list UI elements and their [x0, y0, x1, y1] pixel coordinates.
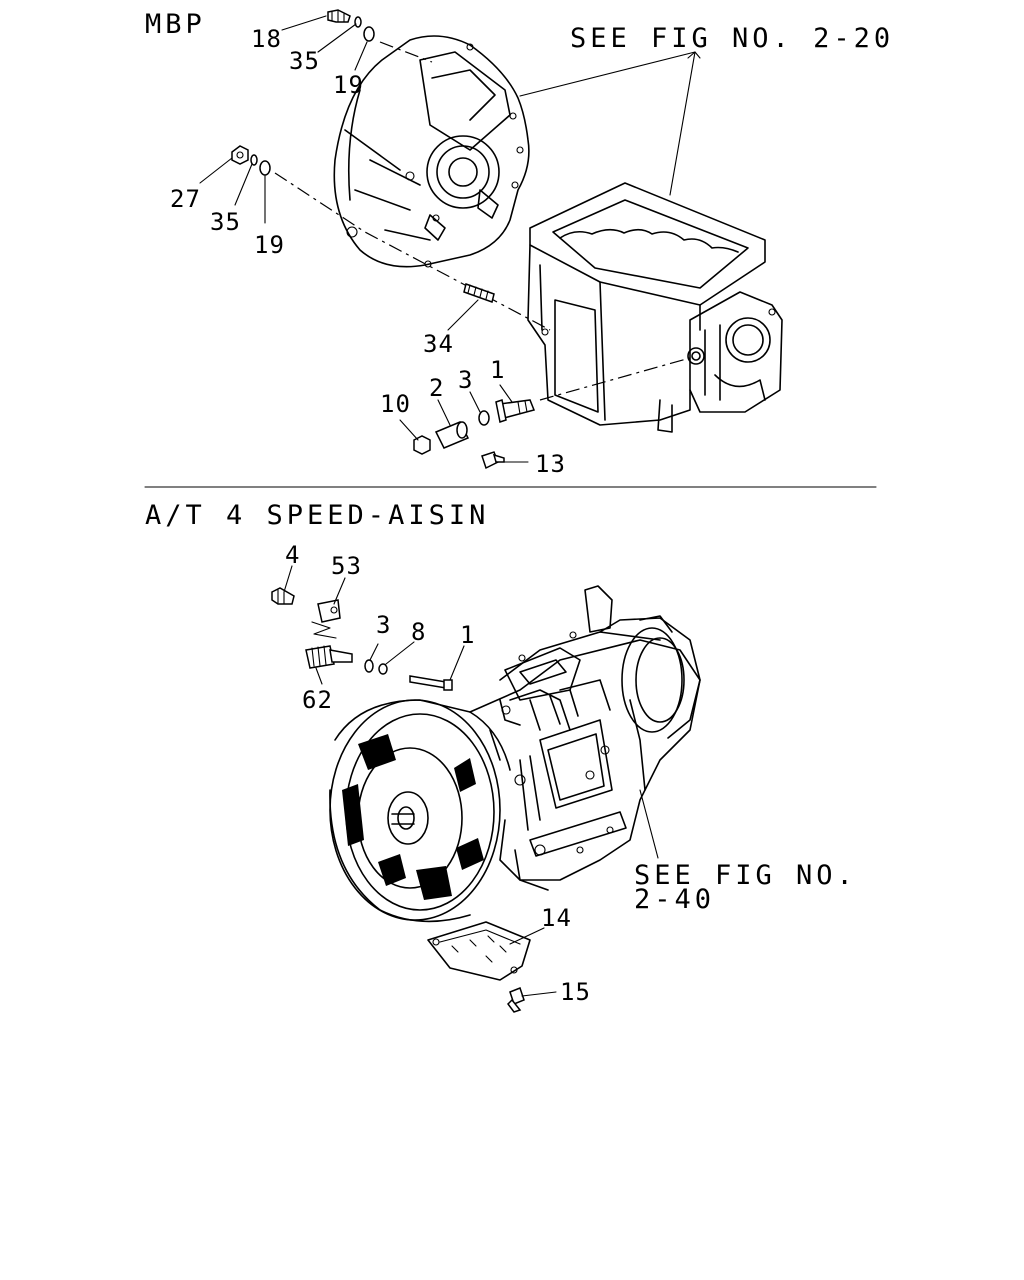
mbp-see-fig-label: SEE FIG NO. 2-20 — [570, 23, 894, 54]
callout-14: 14 — [541, 904, 572, 932]
callout-15: 15 — [560, 978, 591, 1006]
part-35-washer-top — [354, 16, 362, 28]
part-62-sensor — [305, 645, 353, 669]
transmission-case — [527, 182, 783, 433]
mbp-section: MBP SEE FIG NO. 2-20 — [145, 9, 894, 478]
callout-19-top: 19 — [333, 71, 364, 99]
part-15-bolt — [507, 987, 525, 1013]
callout-18: 18 — [251, 25, 282, 53]
callout-3-bottom: 3 — [376, 611, 391, 639]
at-section: A/T 4 SPEED-AISIN — [145, 500, 857, 1013]
clutch-housing — [333, 35, 530, 268]
part-19-washer-top — [363, 26, 375, 42]
callout-62: 62 — [302, 686, 333, 714]
part-8-ring — [378, 663, 388, 675]
callout-34: 34 — [423, 330, 454, 358]
callout-10: 10 — [380, 390, 411, 418]
at-title: A/T 4 SPEED-AISIN — [145, 500, 489, 531]
part-3-oring-top — [478, 410, 490, 426]
callout-13: 13 — [535, 450, 566, 478]
part-18-bolt — [327, 9, 351, 23]
part-53-bracket — [311, 599, 341, 639]
part-35-washer-left — [250, 154, 258, 166]
part-4-bolt — [271, 587, 295, 605]
part-3-oring-bottom — [364, 659, 374, 673]
callout-8: 8 — [411, 618, 426, 646]
callout-4: 4 — [285, 541, 300, 569]
callout-53: 53 — [331, 552, 362, 580]
at-see-fig-line1: SEE FIG NO. — [634, 860, 857, 891]
at-see-fig-line2: 2-40 — [634, 884, 715, 915]
callout-3-top: 3 — [458, 366, 473, 394]
part-2-sleeve — [434, 421, 470, 449]
part-27-nut — [231, 145, 249, 165]
callout-19-left: 19 — [254, 231, 285, 259]
part-13-bolt — [481, 451, 505, 470]
part-1-shaft — [495, 399, 536, 423]
callout-27: 27 — [170, 185, 201, 213]
part-1-pin — [409, 675, 453, 691]
callout-35-left: 35 — [210, 208, 241, 236]
part-14-cover — [427, 921, 531, 981]
mbp-title: MBP — [145, 9, 206, 40]
callout-2: 2 — [429, 374, 444, 402]
callout-1-bottom: 1 — [460, 621, 475, 649]
part-34-stud — [463, 283, 495, 303]
callout-1-top: 1 — [490, 356, 505, 384]
automatic-transmission — [329, 585, 701, 923]
callout-35-top: 35 — [289, 47, 320, 75]
part-19-washer-left — [259, 160, 271, 176]
